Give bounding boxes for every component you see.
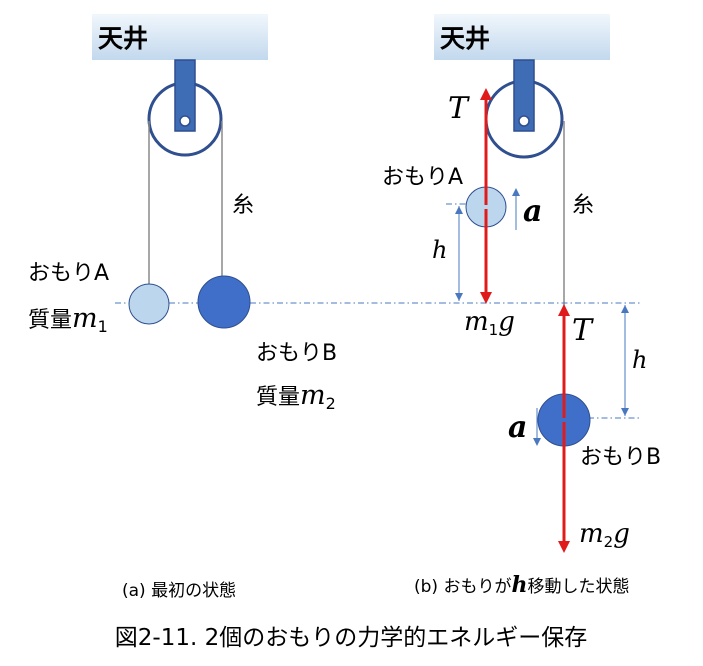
height-a-label: h [432, 236, 447, 264]
weight-a-mass-sym: m [72, 303, 98, 334]
weight-b-mass: 質量m2 [256, 380, 336, 413]
weight-b-mass-prefix: 質量 [256, 385, 300, 410]
pulley-a-mount [174, 59, 196, 132]
height-b-arrow-top-head [621, 305, 629, 313]
height-b-arrow-bottom-head [621, 408, 629, 416]
weight-a-mass-sub: 1 [98, 317, 108, 336]
figure-title: 図2-11. 2個のおもりの力学的エネルギー保存 [115, 625, 587, 651]
gravity-b-g: g [613, 519, 630, 549]
gravity-a-sym: m [464, 307, 489, 337]
string-a-label: 糸 [232, 193, 254, 218]
height-a-arrow-bottom-head [455, 293, 463, 301]
gravity-b-sub: 2 [604, 533, 614, 551]
caption-b-sym: h [511, 572, 527, 598]
gravity-a-sub: 1 [489, 321, 499, 339]
weight-b-moved-label: おもりB [580, 445, 661, 470]
accel-a-label: a [523, 194, 542, 229]
ceiling-b-label: 天井 [440, 24, 490, 53]
weight-b-label: おもりB [256, 341, 337, 366]
string-b-label: 糸 [572, 193, 594, 218]
gravity-b-arrow-head [558, 541, 570, 553]
ceiling-a [92, 14, 268, 60]
panel-a: 天井 糸 おもりA 質量m1 おもりB 質量m2 (a) 最初の状態 [28, 14, 440, 601]
weight-a-label: おもりA [28, 261, 109, 286]
ceiling-a-label: 天井 [98, 24, 148, 53]
tension-bottom-label: T [572, 313, 594, 348]
weight-a-mass-prefix: 質量 [28, 308, 72, 333]
height-b-label: h [632, 346, 647, 374]
weight-a-mass: 質量m1 [28, 303, 108, 336]
weight-b-initial [197, 275, 251, 329]
gravity-a-g: g [498, 307, 515, 337]
weight-b-mass-sub: 2 [326, 394, 336, 413]
accel-a-arrow-head [512, 188, 520, 196]
gravity-b-label: m2g [579, 519, 630, 551]
panel-b: 天井 糸 h h T m1g [382, 14, 661, 598]
tension-b-arrow-head [558, 304, 570, 316]
gravity-a-label: m1g [464, 307, 515, 339]
weight-b-mass-sym: m [300, 380, 326, 411]
height-a-arrow-top-head [455, 206, 463, 214]
gravity-b-sym: m [579, 519, 604, 549]
caption-b: (b) おもりがh移動した状態 [414, 572, 629, 598]
accel-b-arrow-head [533, 438, 541, 446]
pulley-a-axle [179, 115, 191, 127]
pulley-b-mount [513, 59, 535, 132]
tension-a-arrow-head [480, 88, 492, 100]
weight-a-initial [128, 283, 170, 325]
weight-a-moved-label: おもりA [382, 165, 463, 190]
gravity-a-arrow-head [480, 292, 492, 304]
ceiling-b [434, 14, 610, 60]
caption-b-suffix: 移動した状態 [527, 577, 629, 597]
accel-b-label: a [508, 410, 527, 445]
caption-a: (a) 最初の状態 [122, 581, 236, 601]
tension-top-label: T [448, 91, 470, 126]
pulley-b-axle [518, 115, 530, 127]
caption-b-prefix: (b) おもりが [414, 577, 511, 597]
